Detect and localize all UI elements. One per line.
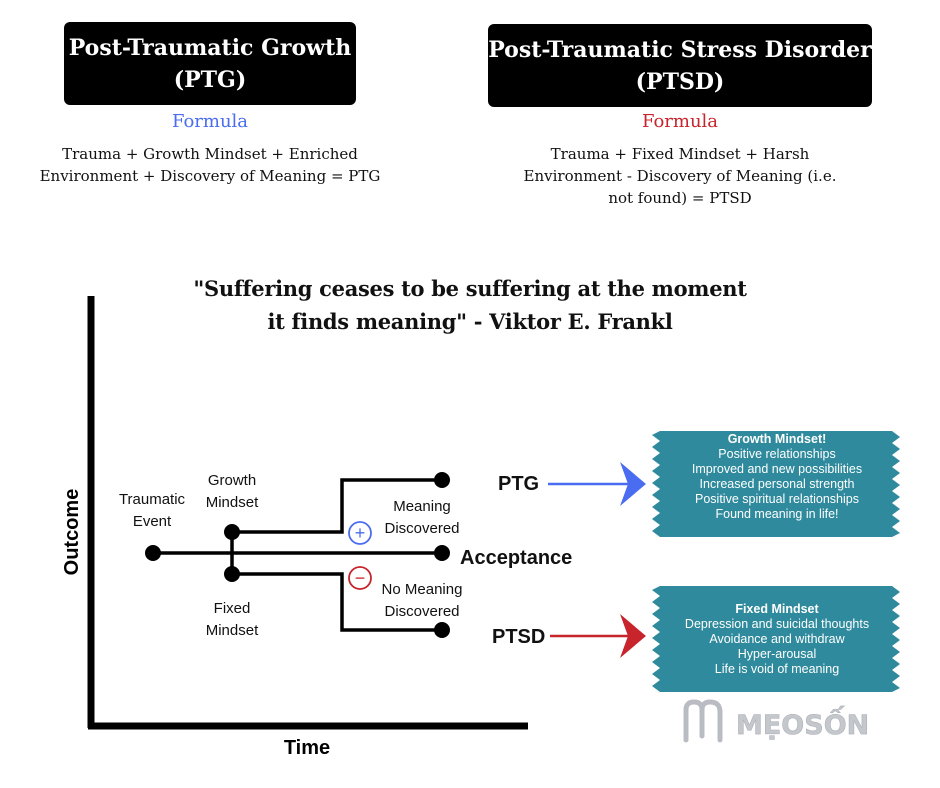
ptg-formula-line2: Environment + Discovery of Meaning = PTG (39, 167, 381, 185)
growth-mindset-box (652, 431, 900, 537)
ptg-outcome-label: PTG (498, 473, 539, 495)
logo-text: MẸOSỐNG (736, 705, 870, 741)
ptg-formula-line1: Trauma + Growth Mindset + Enriched (62, 145, 358, 163)
fixed-box-title: Fixed Mindset (735, 602, 819, 616)
fixed-branch-line (232, 572, 443, 632)
ptsd-arrow-icon (550, 614, 646, 658)
fixed-box-item-4: Life is void of meaning (715, 662, 839, 676)
growth-mindset-node (224, 524, 240, 540)
ptsd-title-line1: Post-Traumatic Stress Disorder (488, 36, 872, 63)
fixed-box-item-3: Hyper-arousal (738, 647, 817, 661)
meosong-logo: MẸOSỐNG (683, 699, 870, 743)
ptsd-end-node (434, 622, 450, 638)
meaning-discovered-label-line2: Discovered (384, 520, 459, 537)
traumatic-event-label-line2: Event (133, 513, 172, 530)
growth-branch-line (232, 478, 443, 534)
ptg-arrow-icon (548, 462, 646, 506)
ptg-title-box: Post-Traumatic Growth (PTG) (64, 22, 356, 105)
ptsd-title-line2: (PTSD) (635, 68, 725, 95)
ptg-formula-text: Trauma + Growth Mindset + Enriched Envir… (20, 143, 400, 187)
fixed-mindset-label-line2: Mindset (206, 622, 259, 639)
minus-circle-icon (348, 566, 372, 590)
fixed-mindset-box (652, 586, 900, 692)
fixed-mindset-label-line1: Fixed (214, 600, 251, 617)
growth-box-item-3: Increased personal strength (700, 477, 855, 491)
acceptance-end-node (434, 545, 450, 561)
ptsd-formula-line1: Trauma + Fixed Mindset + Harsh (550, 145, 810, 163)
ptg-title-line2: (PTG) (173, 66, 247, 93)
y-axis-label: Outcome (61, 489, 83, 576)
ptsd-title-box: Post-Traumatic Stress Disorder (PTSD) (488, 24, 872, 107)
fixed-box-item-1: Depression and suicidal thoughts (685, 617, 869, 631)
no-meaning-label-line1: No Meaning (382, 581, 463, 598)
ptsd-formula-text: Trauma + Fixed Mindset + Harsh Environme… (490, 143, 870, 209)
logo-mark-icon (683, 699, 723, 743)
plus-symbol: + (355, 523, 366, 543)
fixed-mindset-node (224, 566, 240, 582)
ptsd-formula-label: Formula (641, 111, 719, 132)
traumatic-event-label-line1: Traumatic (119, 491, 186, 508)
traumatic-event-node (145, 545, 161, 561)
acceptance-outcome-label: Acceptance (460, 547, 572, 569)
growth-mindset-label-line2: Mindset (206, 494, 259, 511)
meaning-discovered-label-line1: Meaning (393, 498, 451, 515)
no-meaning-label-line2: Discovered (384, 603, 459, 620)
growth-box-item-2: Improved and new possibilities (692, 462, 862, 476)
quote-line2: it finds meaning" - Viktor E. Frankl (267, 309, 673, 334)
quote-line1: "Suffering ceases to be suffering at the… (193, 276, 747, 301)
ptg-end-node (434, 472, 450, 488)
ptsd-formula-line2: Environment - Discovery of Meaning (i.e. (523, 167, 837, 185)
fixed-box-item-2: Avoidance and withdraw (709, 632, 845, 646)
ptg-title-line1: Post-Traumatic Growth (68, 34, 352, 61)
frankl-quote: "Suffering ceases to be suffering at the… (140, 272, 800, 338)
x-axis-label: Time (284, 737, 330, 759)
plus-circle-icon (348, 521, 372, 545)
ptsd-outcome-label: PTSD (492, 626, 545, 648)
ptsd-formula-line3: not found) = PTSD (608, 189, 752, 207)
growth-box-title: Growth Mindset! (728, 432, 827, 446)
growth-mindset-label-line1: Growth (208, 472, 256, 489)
ptg-formula-label: Formula (171, 111, 249, 132)
growth-box-item-4: Positive spiritual relationships (695, 492, 859, 506)
minus-symbol: − (355, 568, 366, 588)
growth-box-item-5: Found meaning in life! (716, 507, 839, 521)
growth-box-item-1: Positive relationships (718, 447, 835, 461)
